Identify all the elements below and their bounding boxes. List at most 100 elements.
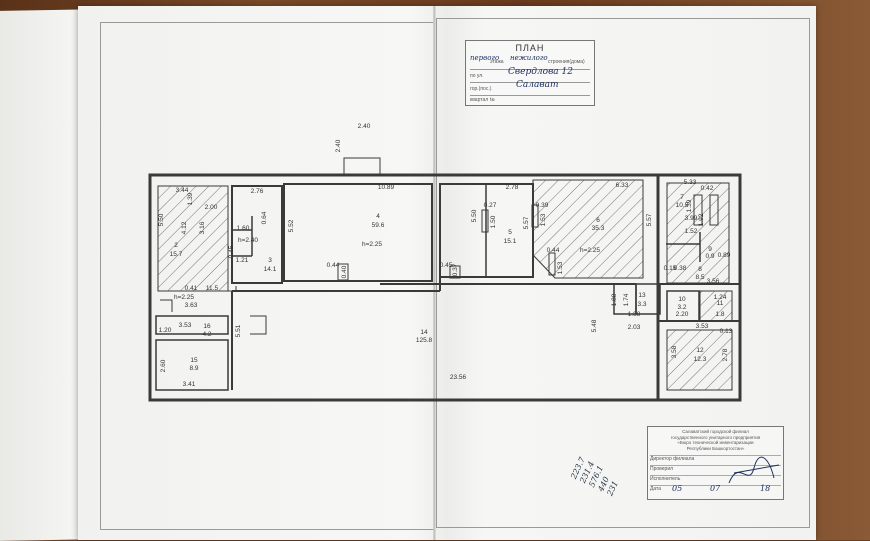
stamp-row-floor: этажа первого нежилого строения(дома) [470, 54, 590, 70]
room-4-no: 4 [376, 213, 380, 220]
dim-label: 3.41 [183, 381, 196, 388]
dim-label: 2.40 [358, 123, 371, 130]
dim-label: 3.44 [176, 187, 189, 194]
dim-label: 10.89 [378, 184, 395, 191]
title-block-row-director: Директор филиала [650, 455, 781, 466]
row-label: Исполнитель [650, 476, 681, 482]
dim-label: 1.88 [611, 293, 618, 306]
plan-title: ПЛАН [515, 43, 545, 53]
dim-label: 5.57 [646, 213, 653, 226]
dim-label: 0.44 [327, 262, 340, 269]
room-4-area: 59.6 [372, 222, 385, 229]
room-14-area: 125.8 [416, 337, 433, 344]
dim-label: 1.39 [686, 199, 693, 212]
dim-label: 1.24 [714, 294, 727, 301]
dim-label: 5.50 [471, 209, 478, 222]
dim-label: 5.50 [158, 213, 165, 226]
dim-label: 23.56 [450, 374, 467, 381]
room-11-no: 11 [717, 300, 724, 307]
room-13-no: 13 [638, 292, 646, 299]
dim-label: 0.44 [547, 247, 560, 254]
dim-label: 0.45 [228, 245, 235, 258]
dim-label: 1.52 [685, 228, 698, 235]
room-9-area: 0.9 [705, 253, 714, 260]
date-month: 07 [710, 484, 721, 493]
dim-label: 5.33 [684, 179, 697, 186]
stamp-row-street-hand: Свердлова 12 [508, 67, 573, 77]
dim-label: 0.41 [185, 285, 198, 292]
room-5-no: 5 [508, 229, 512, 236]
room-6-area: 35.3 [592, 225, 605, 232]
room-11-area: 1.8 [715, 311, 724, 318]
dim-label: 6.33 [616, 182, 629, 189]
room-2-area: 15.7 [170, 251, 183, 258]
room-16-area: 4.2 [202, 331, 211, 338]
room-7-area: 10.5 [676, 202, 689, 209]
dim-label: 3.58 [671, 345, 678, 358]
dim-label: 0.13 [720, 328, 733, 335]
dim-label: 2.60 [160, 359, 167, 372]
dim-label: 0.40 [341, 265, 348, 278]
dim-label: 1.74 [623, 293, 630, 306]
dim-label: 3.53 [179, 322, 192, 329]
room-14-no: 14 [420, 329, 428, 336]
dim-label: 2.40 [335, 139, 342, 152]
dim-label: 0.37 [452, 263, 459, 276]
dim-label: 3.63 [185, 302, 198, 309]
dim-label: 1.20 [159, 327, 172, 334]
dim-label: 3.56 [707, 278, 720, 285]
dim-label: 2.20 [676, 311, 689, 318]
dim-label: 2.78 [506, 184, 519, 191]
room-3-no: 3 [268, 257, 272, 264]
room-12-no: 12 [696, 347, 704, 354]
height-label: h=2.25 [580, 247, 600, 254]
title-block: Салаватский городской филиал государстве… [647, 426, 784, 500]
title-block-org: Салаватский городской филиал государстве… [650, 429, 781, 451]
dim-label: 0.89 [718, 252, 731, 259]
dim-label: 1.53 [540, 213, 547, 226]
room-15-area: 8.9 [189, 365, 198, 372]
room-13-area: 3.3 [637, 301, 646, 308]
row-label: Проверил [650, 466, 674, 472]
org-line: Республики Башкортостан» [686, 445, 745, 451]
dim-label: 3.99 [685, 215, 698, 222]
dim-label: 0.15 [664, 265, 677, 272]
dim-label: 0.64 [261, 211, 268, 224]
org-line: Салаватский городской филиал [682, 429, 749, 434]
height-label: h=2.25 [362, 241, 382, 248]
org-line: «Бюро технической инвентаризации [677, 440, 754, 445]
room-7-no: 7 [680, 194, 684, 201]
dim-label: 1.53 [557, 261, 564, 274]
stamp-row-quarter: квартал № [470, 95, 590, 107]
stamp-row-city: гор.(пос.) Салават [470, 80, 590, 96]
stamp-row-floor-hand2: нежилого [510, 54, 548, 62]
room-8-area: 8.5 [695, 274, 704, 281]
dim-label: 1.21 [236, 257, 249, 264]
dim-label: 4.12 [181, 221, 188, 234]
room-10-area: 3.2 [677, 304, 686, 311]
page-frame-right [436, 18, 810, 528]
stamp-row-street-label: по ул. [470, 73, 484, 79]
row-label: Директор филиала [650, 456, 695, 462]
room-9-no: 9 [708, 246, 712, 253]
stamp-row-city-label: гор.(пос.) [470, 86, 492, 92]
dim-label: 2.78 [722, 348, 729, 361]
title-block-row-date: Дата 05 07 18 [650, 484, 781, 496]
dim-label: 5.51 [235, 324, 242, 337]
stamp-row-quarter-label: квартал № [470, 97, 495, 103]
title-block-row-checked: Проверил [650, 465, 781, 476]
signature [728, 456, 780, 484]
date-day: 05 [672, 484, 683, 493]
stamp-row-floor-label: этажа [490, 59, 504, 65]
stamp-row-city-hand: Салават [516, 80, 559, 90]
dim-label: 5.52 [288, 219, 295, 232]
room-15-no: 15 [190, 357, 198, 364]
dim-label: 1.92 [698, 213, 705, 226]
dim-label: 1.50 [490, 215, 497, 228]
room-6-no: 6 [596, 217, 600, 224]
height-label: h=2.40 [238, 237, 258, 244]
room-16-no: 16 [203, 323, 211, 330]
date-year: 18 [760, 484, 771, 493]
room-8-no: 8 [698, 266, 702, 273]
